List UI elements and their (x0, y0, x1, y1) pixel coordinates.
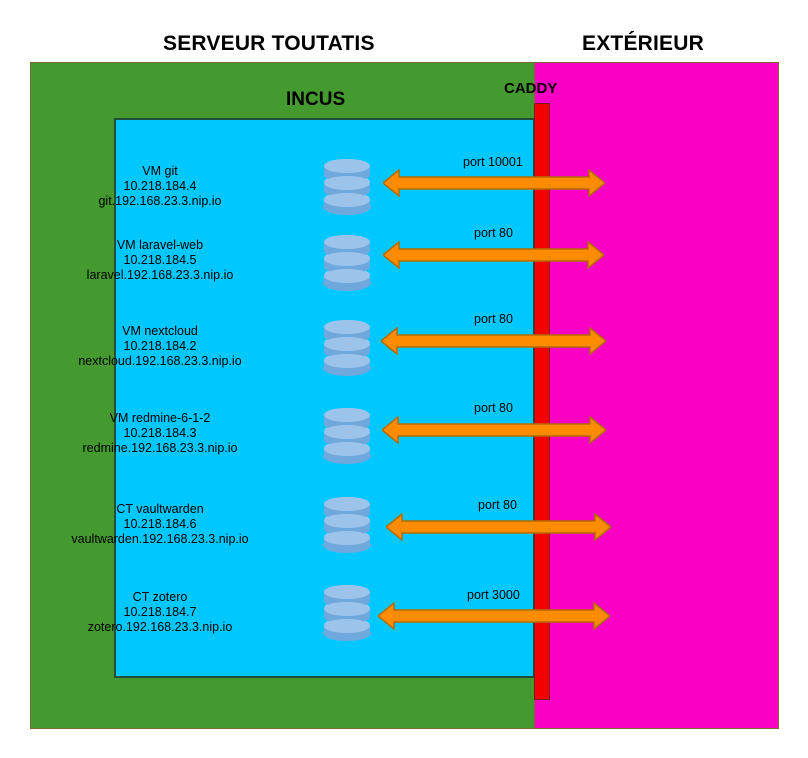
server-zone-title: SERVEUR TOUTATIS (163, 32, 375, 55)
service-name: CT zotero (132, 590, 188, 604)
service-hostname: vaultwarden.192.168.23.3.nip.io (71, 532, 249, 546)
port-label: port 80 (474, 312, 513, 326)
service-ip-address: 10.218.184.6 (123, 517, 197, 531)
database-cylinder-icon (320, 495, 374, 557)
service-name: VM laravel-web (116, 238, 204, 252)
exterior-zone-title: EXTÉRIEUR (582, 32, 704, 55)
database-cylinder-icon (320, 157, 374, 219)
bidirectional-traffic-arrow (378, 602, 610, 630)
service-ip-address: 10.218.184.2 (123, 339, 197, 353)
service-name: VM redmine-6-1-2 (109, 411, 211, 425)
service-hostname: zotero.192.168.23.3.nip.io (87, 620, 233, 634)
database-cylinder-icon (320, 406, 374, 468)
port-label: port 3000 (467, 588, 520, 602)
service-hostname: git.192.168.23.3.nip.io (98, 194, 222, 208)
database-cylinder-icon (320, 233, 374, 295)
service-name: VM git (142, 164, 178, 178)
port-label: port 80 (478, 498, 517, 512)
incus-zone-label: INCUS (286, 89, 346, 110)
port-label: port 80 (474, 401, 513, 415)
bidirectional-traffic-arrow (383, 241, 604, 269)
bidirectional-traffic-arrow (382, 416, 606, 444)
service-hostname: nextcloud.192.168.23.3.nip.io (78, 354, 242, 368)
bidirectional-traffic-arrow (386, 513, 611, 541)
incus-zone-rect (114, 118, 535, 678)
service-hostname: laravel.192.168.23.3.nip.io (86, 268, 234, 282)
service-name: CT vaultwarden (116, 502, 204, 516)
database-cylinder-icon (320, 318, 374, 380)
service-ip-address: 10.218.184.3 (123, 426, 197, 440)
service-ip-address: 10.218.184.7 (123, 605, 197, 619)
bidirectional-traffic-arrow (381, 327, 606, 355)
port-label: port 10001 (463, 155, 523, 169)
caddy-label: CADDY (504, 80, 558, 97)
service-hostname: redmine.192.168.23.3.nip.io (82, 441, 238, 455)
service-name: VM nextcloud (122, 324, 198, 338)
service-ip-address: 10.218.184.5 (123, 253, 197, 267)
bidirectional-traffic-arrow (383, 169, 605, 197)
port-label: port 80 (474, 226, 513, 240)
service-ip-address: 10.218.184.4 (123, 179, 197, 193)
database-cylinder-icon (320, 583, 374, 645)
